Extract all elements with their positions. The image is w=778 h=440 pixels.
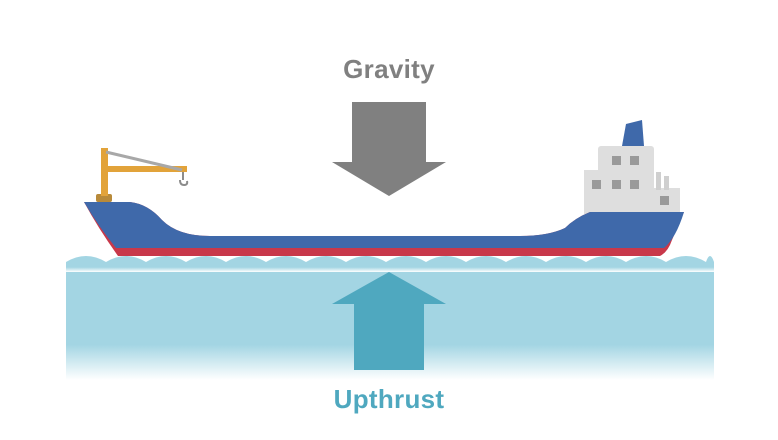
cargo-ship-icon: [84, 202, 684, 256]
arrow-up-icon: [332, 272, 446, 370]
gravity-label: Gravity: [343, 54, 435, 84]
crane-icon: [96, 148, 189, 202]
ship-superstructure: [584, 120, 680, 214]
arrow-down-icon: [332, 102, 446, 196]
upthrust-label: Upthrust: [333, 384, 445, 414]
